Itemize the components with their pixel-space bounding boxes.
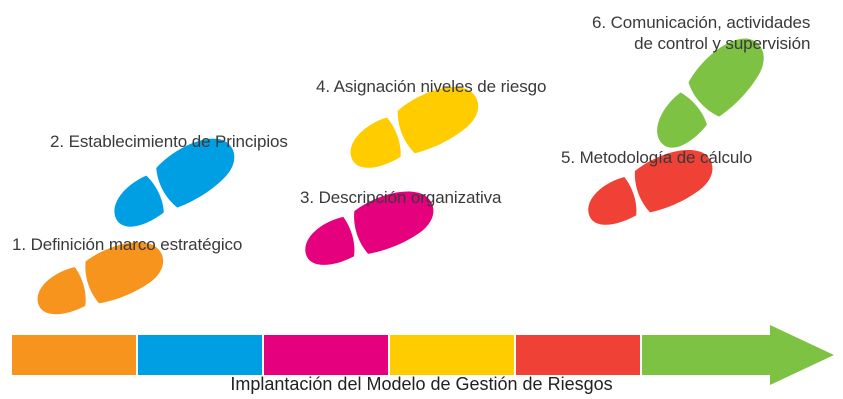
footprint-sole <box>354 191 434 254</box>
step-2-label: 2. Establecimiento de Principios <box>50 132 288 151</box>
step-1-label: 1. Definición marco estratégico <box>12 235 243 254</box>
footprint-icon <box>350 87 479 168</box>
footprints-group <box>37 38 764 315</box>
timeline-segment-1 <box>12 335 136 375</box>
step-4-label: 4. Asignación niveles de riesgo <box>316 77 547 96</box>
step-6-label-line1: 6. Comunicación, actividades <box>592 13 811 32</box>
footprint-icon <box>657 38 764 148</box>
footprint-sole <box>397 87 479 154</box>
footprint-sole <box>156 138 235 208</box>
footprint-heel <box>588 177 637 225</box>
footprint-heel <box>305 216 355 265</box>
step-6-label: 6. Comunicación, actividades de control … <box>592 12 810 54</box>
footprint-heel <box>350 117 401 168</box>
timeline-caption: Implantación del Modelo de Gestión de Ri… <box>230 374 613 394</box>
timeline-segment-3 <box>264 335 388 375</box>
footprint-icon <box>37 242 164 315</box>
footprint-sole <box>688 38 764 117</box>
footprint-icon <box>305 191 434 265</box>
timeline-segment-5 <box>516 335 640 375</box>
timeline-bar <box>12 325 834 385</box>
footprint-sole <box>85 242 164 304</box>
timeline-segment-4 <box>390 335 514 375</box>
footprint-icon <box>588 149 713 225</box>
footprint-heel <box>37 267 86 315</box>
footprint-heel <box>657 92 707 148</box>
footprint-heel <box>114 175 164 227</box>
timeline-segment-2 <box>138 335 262 375</box>
step-6-label-line2: de control y supervisión <box>634 34 811 53</box>
step-3-label: 3. Descripción organizativa <box>300 188 502 207</box>
step-5-label: 5. Metodología de cálculo <box>561 148 753 167</box>
footprint-icon <box>114 138 235 227</box>
timeline-arrow <box>642 325 834 385</box>
footprint-sole <box>634 149 713 213</box>
